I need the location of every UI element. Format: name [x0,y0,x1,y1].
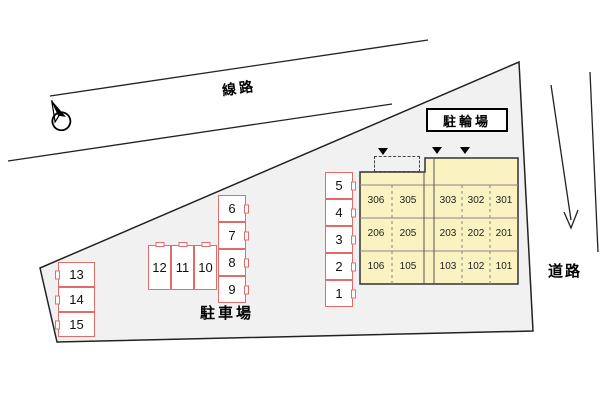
room-103: 103 [439,261,457,272]
railway-line-upper [49,39,429,97]
bike-rack-area [374,156,420,172]
wheel-stop-marker [55,295,60,304]
wheel-stop-marker [351,289,356,298]
stall-number: 12 [152,260,167,275]
wheel-stop-marker [351,208,356,217]
stall-number: 1 [335,286,343,301]
stall-number: 15 [69,317,84,332]
room-102: 102 [467,261,485,272]
entrance-marker-icon [432,147,442,154]
stall-number: 13 [69,267,84,282]
wheel-stop-marker [351,262,356,271]
parking-stall-15: 15 [55,312,95,337]
wheel-stop-marker [244,204,249,213]
stall-number: 8 [228,255,236,270]
wheel-stop-marker [244,231,249,240]
bicycle-parking-label-box: 駐輪場 [426,108,508,132]
wheel-stop-marker [178,242,187,247]
road-line-outer [589,71,599,253]
parking-stall-6: 6 [218,195,249,222]
entrance-marker-icon [378,148,388,155]
wheel-stop-marker [155,242,164,247]
room-101: 101 [495,261,513,272]
parking-stall-2: 2 [325,253,356,280]
wheel-stop-marker [55,270,60,279]
wheel-stop-marker [351,235,356,244]
parking-stall-5: 5 [325,172,356,199]
room-203: 203 [439,228,457,239]
room-201: 201 [495,228,513,239]
road-line-inner [550,84,572,221]
stall-number: 3 [335,232,343,247]
room-306: 306 [367,195,385,206]
parking-stall-14: 14 [55,287,95,312]
parking-stall-10: 10 [194,242,217,290]
room-303: 303 [439,195,457,206]
wheel-stop-marker [244,285,249,294]
railway-line-lower [7,103,393,162]
parking-stall-13: 13 [55,262,95,287]
parking-stall-4: 4 [325,199,356,226]
stall-number: 5 [335,178,343,193]
wheel-stop-marker [244,258,249,267]
entrance-marker-icon [460,147,470,154]
parking-stall-7: 7 [218,222,249,249]
parking-stall-12: 12 [148,242,171,290]
wheel-stop-marker [201,242,210,247]
road-label: 道路 [548,263,583,280]
parking-stall-9: 9 [218,276,249,303]
parking-stall-3: 3 [325,226,356,253]
wheel-stop-marker [351,181,356,190]
room-305: 305 [399,195,417,206]
room-301: 301 [495,195,513,206]
stall-number: 10 [198,260,213,275]
stall-number: 7 [228,228,236,243]
stall-number: 6 [228,201,236,216]
stall-number: 11 [175,260,190,275]
room-302: 302 [467,195,485,206]
parking-stall-8: 8 [218,249,249,276]
stall-number: 4 [335,205,343,220]
wheel-stop-marker [55,320,60,329]
room-202: 202 [467,228,485,239]
north-arrow-icon [51,100,72,132]
building-outline [359,157,519,285]
parking-stall-11: 11 [171,242,194,290]
parking-stall-1: 1 [325,280,356,307]
room-105: 105 [399,261,417,272]
room-106: 106 [367,261,385,272]
room-206: 206 [367,228,385,239]
room-205: 205 [399,228,417,239]
stall-number: 9 [228,282,236,297]
stall-number: 14 [69,292,84,307]
stall-number: 2 [335,259,343,274]
road-direction-arrow [563,209,579,230]
parking-lot-label: 駐車場 [200,305,255,322]
